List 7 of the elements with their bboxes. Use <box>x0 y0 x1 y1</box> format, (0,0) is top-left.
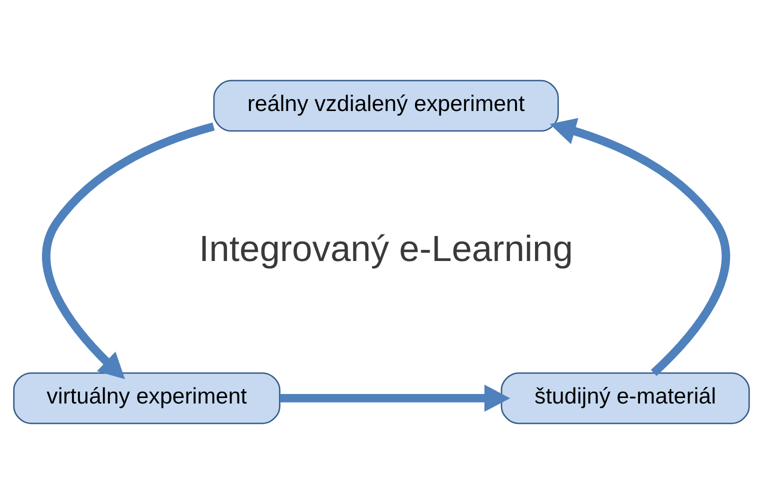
arrow <box>280 384 510 412</box>
arrow <box>42 122 215 380</box>
node-box: reálny vzdialený experiment <box>213 80 559 132</box>
node-box: virtuálny experiment <box>13 372 280 424</box>
label: Integrovaný e-Learning <box>199 228 574 269</box>
node-box: študijný e-materiál <box>500 372 750 424</box>
arrow <box>550 118 730 376</box>
